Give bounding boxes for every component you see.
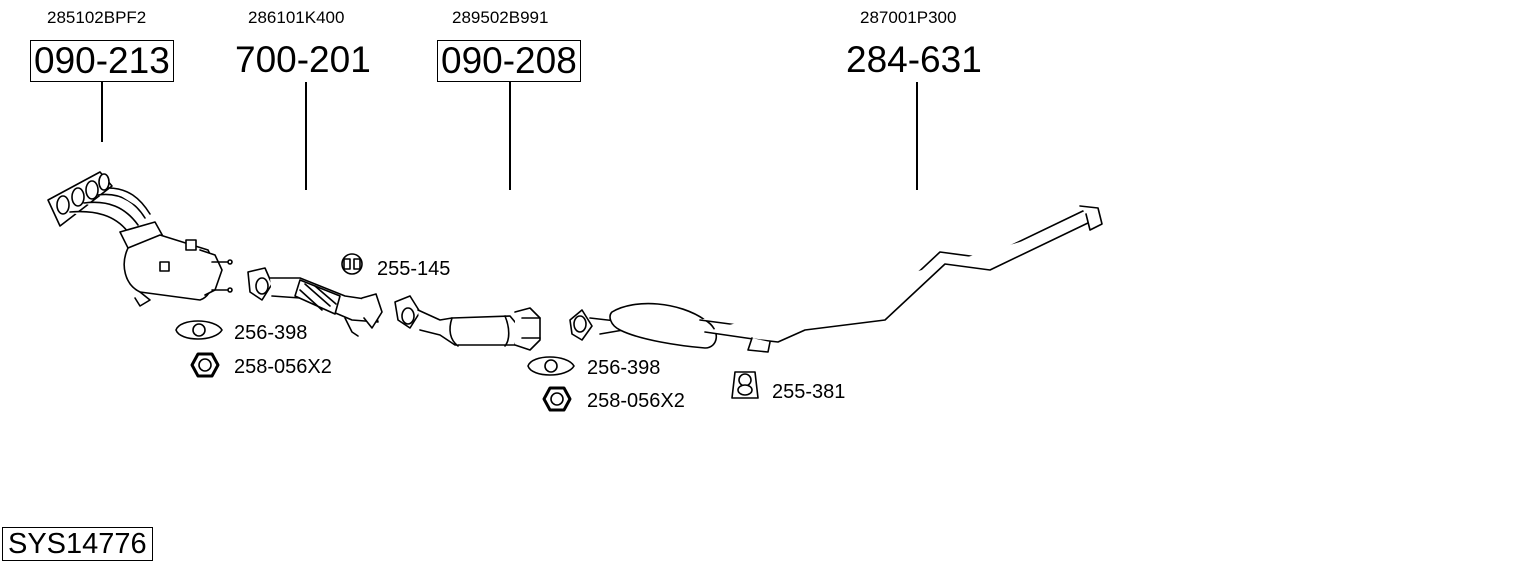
- fitting-label-258-056x2-left: 258-056X2: [234, 356, 332, 378]
- oem-number-4: 287001P300: [860, 8, 957, 27]
- part-number-3: 090-208: [437, 40, 581, 82]
- part-number-4: 284-631: [846, 39, 982, 80]
- system-code: SYS14776: [2, 527, 153, 561]
- rear-silencer-part: [569, 205, 1103, 353]
- fitting-label-258-056x2-right: 258-056X2: [587, 390, 685, 412]
- gasket-256-398-right-drawing: [527, 356, 575, 376]
- fitting-label-255-145: 255-145: [377, 258, 451, 280]
- fitting-label-255-381: 255-381: [772, 381, 846, 403]
- hanger-255-145-drawing: [341, 253, 363, 275]
- leader-line-2: [305, 82, 307, 190]
- part-number-2: 700-201: [235, 39, 371, 80]
- nut-258-056x2-left-drawing: [190, 352, 220, 378]
- oem-number-1: 285102BPF2: [47, 8, 147, 27]
- part-number-1: 090-213: [30, 40, 174, 82]
- leader-line-1: [101, 82, 103, 142]
- hanger-255-381-drawing: [731, 371, 759, 399]
- nut-258-056x2-right-drawing: [542, 386, 572, 412]
- front-pipe-part: [247, 267, 383, 337]
- catalytic-converter-part: [394, 295, 541, 351]
- fitting-label-256-398-right: 256-398: [587, 357, 661, 379]
- leader-line-4: [916, 82, 918, 190]
- oem-number-3: 289502B991: [452, 8, 549, 27]
- oem-number-2: 286101K400: [248, 8, 345, 27]
- manifold-catalyst-part: [47, 171, 233, 307]
- leader-line-3: [509, 82, 511, 190]
- gasket-256-398-left-drawing: [175, 320, 223, 340]
- fitting-label-256-398-left: 256-398: [234, 322, 308, 344]
